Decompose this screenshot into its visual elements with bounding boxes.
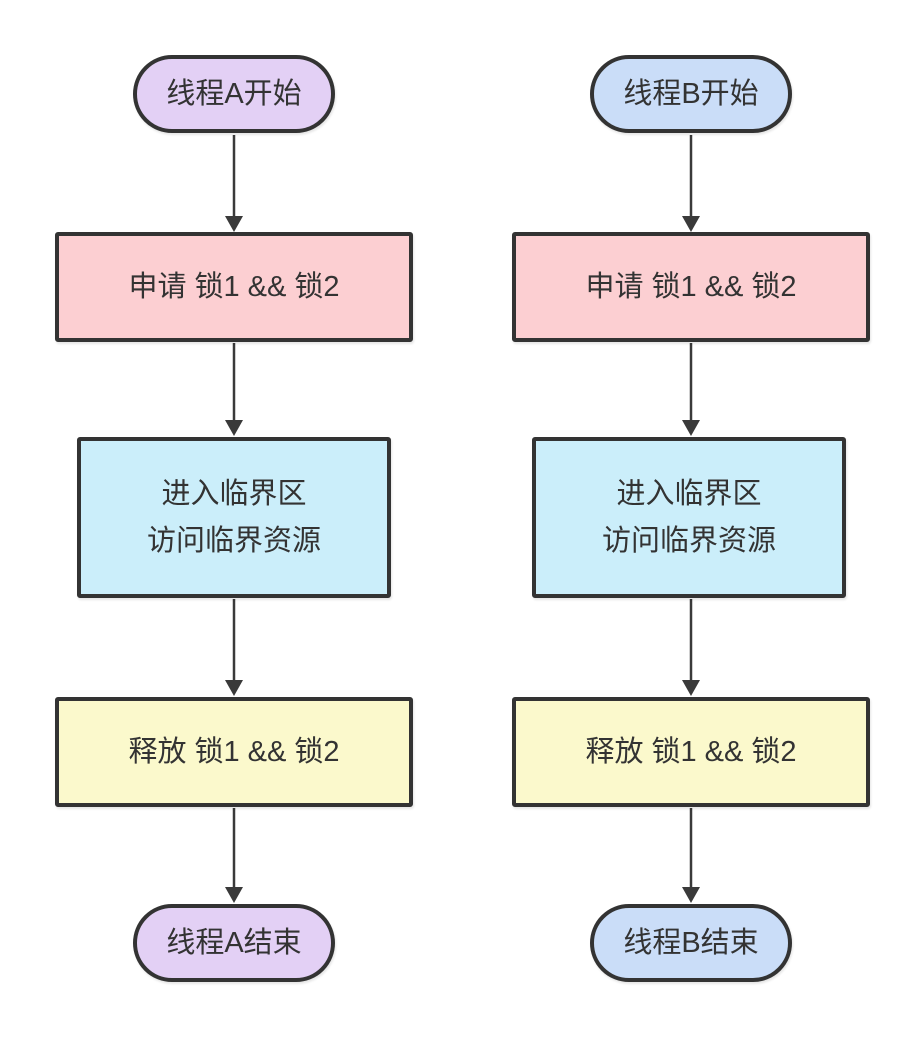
arrow-down-icon — [225, 808, 243, 903]
node-label-line-2: 访问临界资源 — [601, 524, 776, 557]
node-thread-a-end: 线程A结束 — [133, 904, 335, 982]
node-label: 申请 锁1 && 锁2 — [128, 270, 340, 303]
node-label-line-1: 进入临界区 — [161, 477, 307, 510]
arrow-down-icon — [225, 599, 243, 696]
node-label: 释放 锁1 && 锁2 — [128, 735, 340, 768]
node-label: 线程B开始 — [623, 77, 759, 110]
node-thread-a-start: 线程A开始 — [133, 55, 335, 133]
node-label: 释放 锁1 && 锁2 — [585, 735, 797, 768]
node-label-line-1: 进入临界区 — [616, 477, 762, 510]
node-thread-a-release-locks: 释放 锁1 && 锁2 — [55, 697, 413, 807]
node-label: 线程A结束 — [166, 926, 302, 959]
node-label-line-2: 访问临界资源 — [146, 524, 321, 557]
node-label: 申请 锁1 && 锁2 — [585, 270, 797, 303]
arrow-down-icon — [225, 135, 243, 232]
node-thread-b-end: 线程B结束 — [590, 904, 792, 982]
node-label: 线程A开始 — [166, 77, 302, 110]
node-thread-b-start: 线程B开始 — [590, 55, 792, 133]
node-label: 线程B结束 — [623, 926, 759, 959]
node-label: 进入临界区 访问临界资源 — [147, 471, 321, 565]
arrow-down-icon — [682, 343, 700, 436]
node-thread-b-acquire-locks: 申请 锁1 && 锁2 — [512, 232, 870, 342]
node-thread-a-critical-section: 进入临界区 访问临界资源 — [77, 437, 391, 598]
arrow-down-icon — [682, 135, 700, 232]
arrow-down-icon — [225, 343, 243, 436]
node-label: 进入临界区 访问临界资源 — [602, 471, 776, 565]
node-thread-a-acquire-locks: 申请 锁1 && 锁2 — [55, 232, 413, 342]
node-thread-b-release-locks: 释放 锁1 && 锁2 — [512, 697, 870, 807]
arrow-down-icon — [682, 599, 700, 696]
arrow-down-icon — [682, 808, 700, 903]
node-thread-b-critical-section: 进入临界区 访问临界资源 — [532, 437, 846, 598]
